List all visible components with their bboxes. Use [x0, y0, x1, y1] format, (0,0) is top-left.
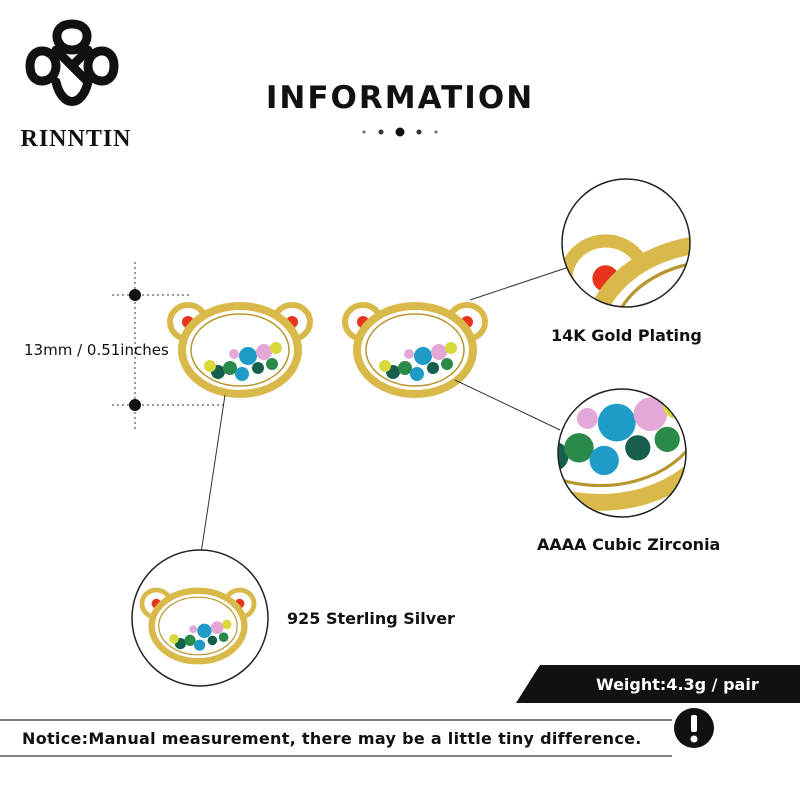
- exclamation-icon: [674, 708, 714, 748]
- page-title: INFORMATION: [265, 80, 535, 116]
- zoom-gold-plating: [561, 178, 691, 308]
- gold-plating-label: 14K Gold Plating: [551, 326, 702, 345]
- weight-label: Weight:4.3g / pair: [596, 675, 759, 694]
- sterling-silver-label: 925 Sterling Silver: [287, 609, 455, 628]
- size-label: 13mm / 0.51inches: [24, 341, 169, 359]
- earring-left: [170, 305, 310, 394]
- earring-right: [345, 305, 485, 394]
- clover-knot-logo-icon: [25, 19, 119, 106]
- dimension-markers: [112, 262, 225, 432]
- weight-banner: [516, 665, 800, 703]
- title-dots-divider: [362, 127, 438, 137]
- brand-name: RINNTIN: [20, 126, 132, 152]
- notice-text: Notice:Manual measurement, there may be …: [22, 729, 642, 748]
- zoom-cubic-zirconia: [557, 388, 687, 518]
- cubic-zirconia-label: AAAA Cubic Zirconia: [537, 535, 721, 554]
- notice-frame: [0, 719, 672, 757]
- zoom-sterling-silver: [131, 549, 269, 687]
